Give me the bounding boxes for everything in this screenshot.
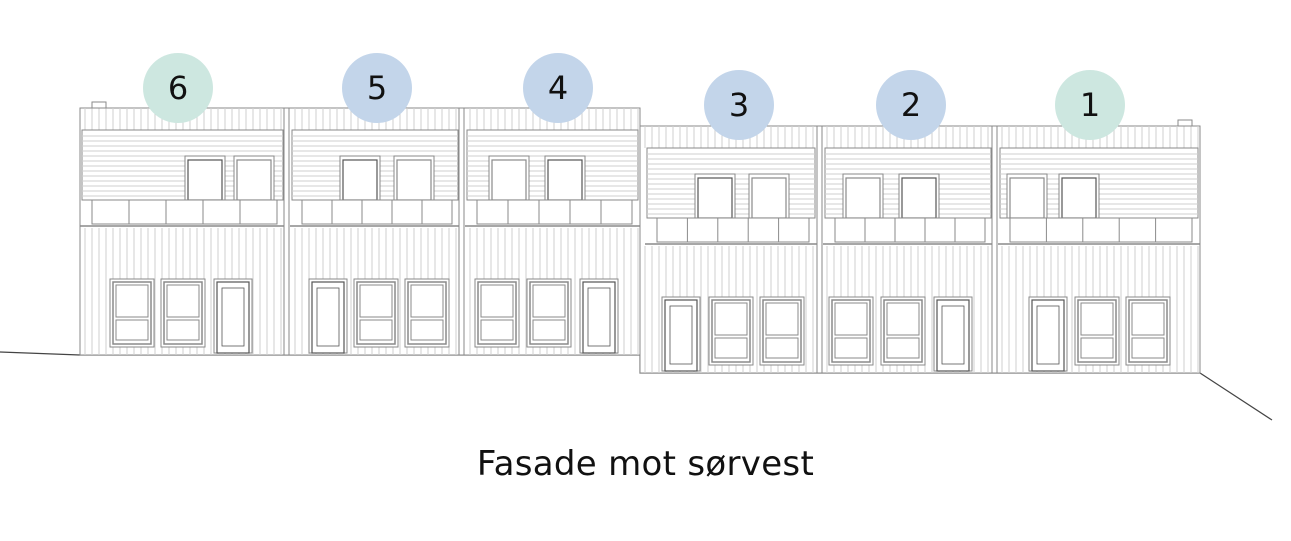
upper-window <box>236 159 272 201</box>
ground-window <box>407 281 447 345</box>
downpipe <box>991 125 998 374</box>
balcony-door <box>901 177 937 219</box>
balcony-railing <box>1009 217 1193 243</box>
balcony-railing <box>301 199 453 225</box>
ground-window <box>1128 299 1168 363</box>
downpipe <box>283 107 290 356</box>
unit-badge-4: 4 <box>523 53 593 123</box>
balcony-door <box>697 177 733 219</box>
balcony-railing <box>476 199 633 225</box>
ground-window <box>762 299 802 363</box>
unit-badge-3: 3 <box>704 70 774 140</box>
unit-badge-1: 1 <box>1055 70 1125 140</box>
unit <box>80 129 285 354</box>
ground-window <box>112 281 152 345</box>
upper-window <box>751 177 787 219</box>
upper-window <box>396 159 432 201</box>
downpipe <box>816 125 823 374</box>
unit <box>290 129 460 354</box>
roof-vent <box>91 101 107 109</box>
upper-window <box>1009 177 1045 219</box>
drawing-caption: Fasade mot sørvest <box>476 444 815 484</box>
upper-window <box>845 177 881 219</box>
ground-window <box>529 281 569 345</box>
balcony-door <box>342 159 378 201</box>
ground-window <box>477 281 517 345</box>
roof-vent <box>1177 119 1193 127</box>
ground-window <box>356 281 396 345</box>
unit <box>823 147 993 372</box>
ground-window <box>1077 299 1117 363</box>
unit <box>998 147 1200 372</box>
unit-badge-5: 5 <box>342 53 412 123</box>
unit <box>645 147 817 372</box>
ground-window <box>831 299 871 363</box>
balcony-door <box>1061 177 1097 219</box>
balcony-door <box>547 159 583 201</box>
balcony-railing <box>91 199 278 225</box>
left-block <box>79 107 641 356</box>
ground-window <box>711 299 751 363</box>
upper-window <box>491 159 527 201</box>
ground-window <box>163 281 203 345</box>
unit-badge-2: 2 <box>876 70 946 140</box>
ground-window <box>883 299 923 363</box>
right-block <box>639 125 1201 374</box>
unit <box>465 129 640 354</box>
balcony-railing <box>834 217 986 243</box>
unit-badge-6: 6 <box>143 53 213 123</box>
balcony-door <box>187 159 223 201</box>
downpipe <box>458 107 465 356</box>
balcony-railing <box>656 217 810 243</box>
